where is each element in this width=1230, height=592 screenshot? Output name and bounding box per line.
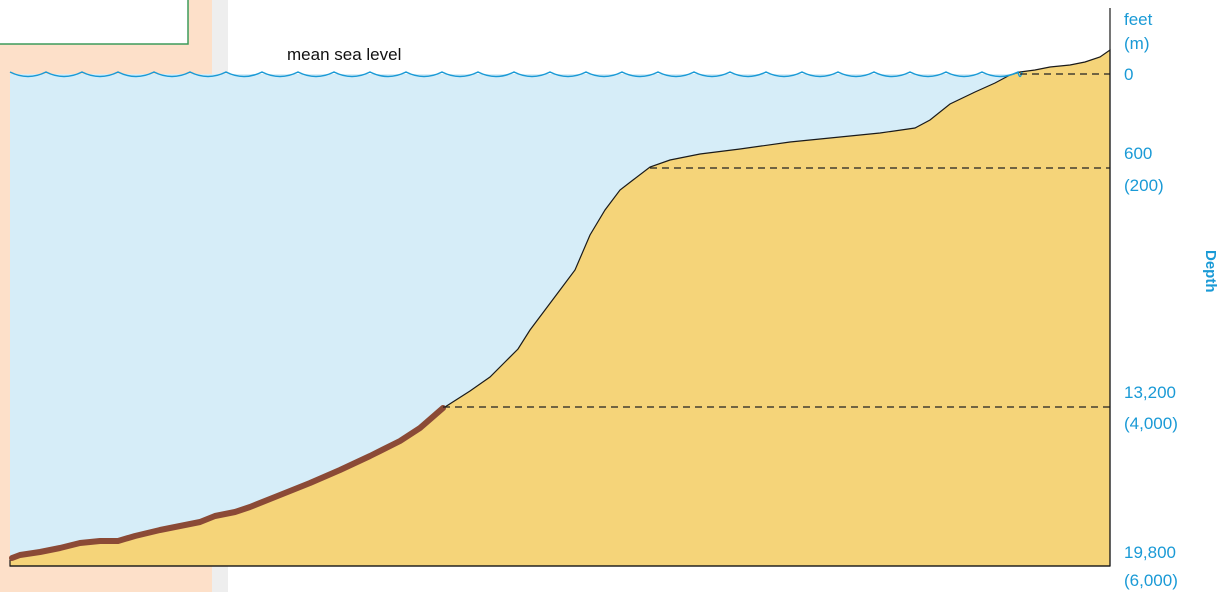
tick-19800-feet: 19,800	[1124, 543, 1176, 562]
sea-level-label: mean sea level	[287, 45, 401, 64]
tick-0-feet: 0	[1124, 65, 1133, 84]
unit-feet-label: feet	[1124, 10, 1153, 29]
tick-6000-meters: (6,000)	[1124, 571, 1178, 590]
depth-reference-lines	[443, 73, 1110, 408]
tick-4000-meters: (4,000)	[1124, 414, 1178, 433]
info-box	[0, 0, 189, 45]
unit-meters-label: (m)	[1124, 34, 1149, 53]
sediment-layer	[9, 405, 446, 561]
tick-13200-feet: 13,200	[1124, 383, 1176, 402]
depth-axis-title: Depth	[1202, 250, 1219, 293]
tick-600-feet: 600	[1124, 144, 1152, 163]
tick-200-meters: (200)	[1124, 176, 1164, 195]
sea-surface-waves	[9, 70, 1023, 78]
